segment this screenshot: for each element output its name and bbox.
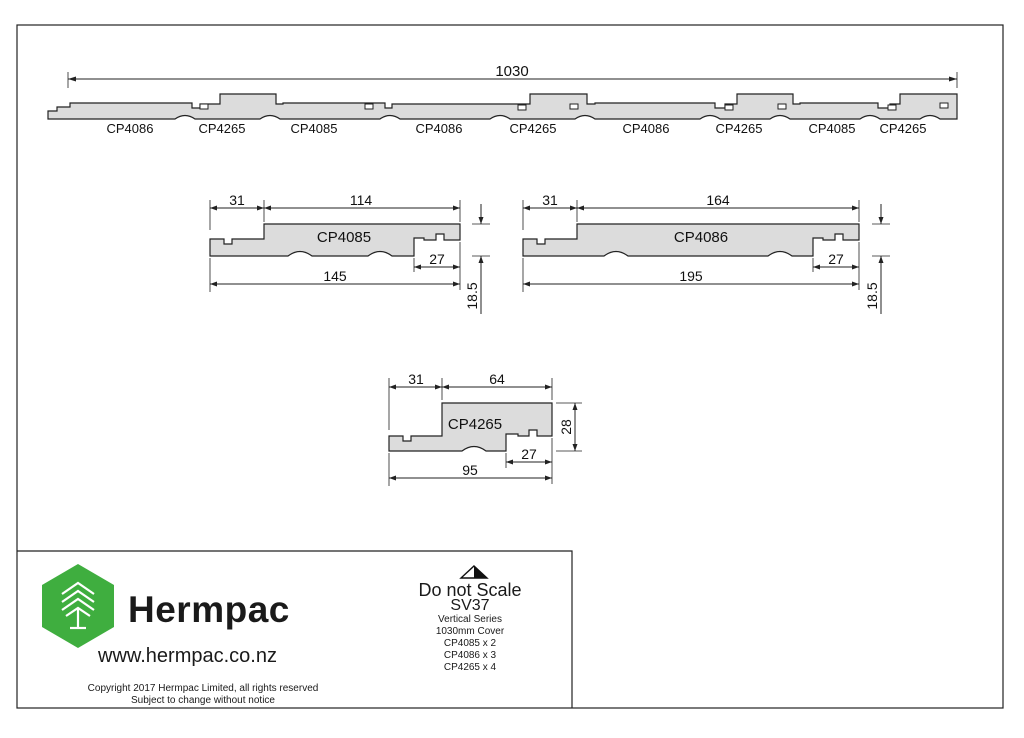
strip-label: CP4265 [880, 121, 927, 136]
cp4086-thickness-dim: 18.5 [864, 282, 880, 309]
item-count: CP4086 x 3 [443, 650, 497, 661]
profile-cp4085: 31 114 CP4085 27 145 18.5 [209, 192, 490, 314]
cp4085-thickness-dim: 18.5 [464, 282, 480, 309]
overall-width-label: 1030 [495, 63, 528, 80]
cp4086-groove-dim: 27 [828, 251, 844, 267]
strip-label: CP4265 [510, 121, 557, 136]
notice-text: Subject to change without notice [131, 695, 275, 706]
cp4086-name: CP4086 [674, 229, 728, 246]
cp4265-overall-dim: 95 [462, 462, 478, 478]
cp4085-overall-dim: 145 [323, 268, 347, 284]
cp4086-top-dim: 164 [706, 192, 730, 208]
cp4086-step-dim: 31 [542, 192, 558, 208]
cp4265-step-dim: 31 [408, 371, 424, 387]
strip-label: CP4086 [107, 121, 154, 136]
strip-label: CP4086 [623, 121, 670, 136]
cp4265-top-dim: 64 [489, 371, 505, 387]
title-block-border [17, 550, 573, 708]
profile-cp4086: 31 164 CP4086 27 195 18.5 [522, 192, 890, 314]
cp4265-groove-dim: 27 [521, 446, 537, 462]
cp4085-top-dim: 114 [350, 192, 373, 208]
strip-label: CP4086 [416, 121, 463, 136]
series-text: Vertical Series [438, 614, 502, 625]
assembly-strip: CP4086 CP4265 CP4085 CP4086 CP4265 CP408… [47, 93, 958, 136]
logo-hexagon-icon [42, 564, 114, 648]
strip-label: CP4085 [809, 121, 856, 136]
warning-triangle-icon [459, 565, 489, 579]
website-link[interactable]: www.hermpac.co.nz [98, 645, 277, 667]
logo-chevrons-icon [61, 581, 95, 630]
strip-label: CP4085 [291, 121, 338, 136]
strip-label: CP4265 [716, 121, 763, 136]
item-count: CP4265 x 4 [443, 662, 497, 673]
hermpac-logo [42, 564, 114, 648]
do-not-scale: Do not Scale [418, 580, 522, 600]
cp4085-groove-dim: 27 [429, 251, 445, 267]
cp4086-overall-dim: 195 [679, 268, 703, 284]
cp4265-name: CP4265 [448, 416, 502, 433]
cover-text: 1030mm Cover [435, 626, 505, 637]
profile-cp4265: 31 64 CP4265 28 27 95 [388, 371, 582, 486]
sheet-border [16, 24, 1004, 709]
copyright-text: Copyright 2017 Hermpac Limited, all righ… [87, 683, 319, 694]
cp4085-name: CP4085 [317, 229, 371, 246]
item-count: CP4085 x 2 [443, 638, 497, 649]
cp4085-step-dim: 31 [229, 192, 245, 208]
cp4265-height-dim: 28 [558, 419, 574, 435]
drawing-code: SV37 [450, 597, 490, 614]
overall-dimension: 1030 [67, 63, 958, 88]
brand-name: Hermpac [128, 589, 290, 630]
strip-label: CP4265 [199, 121, 246, 136]
